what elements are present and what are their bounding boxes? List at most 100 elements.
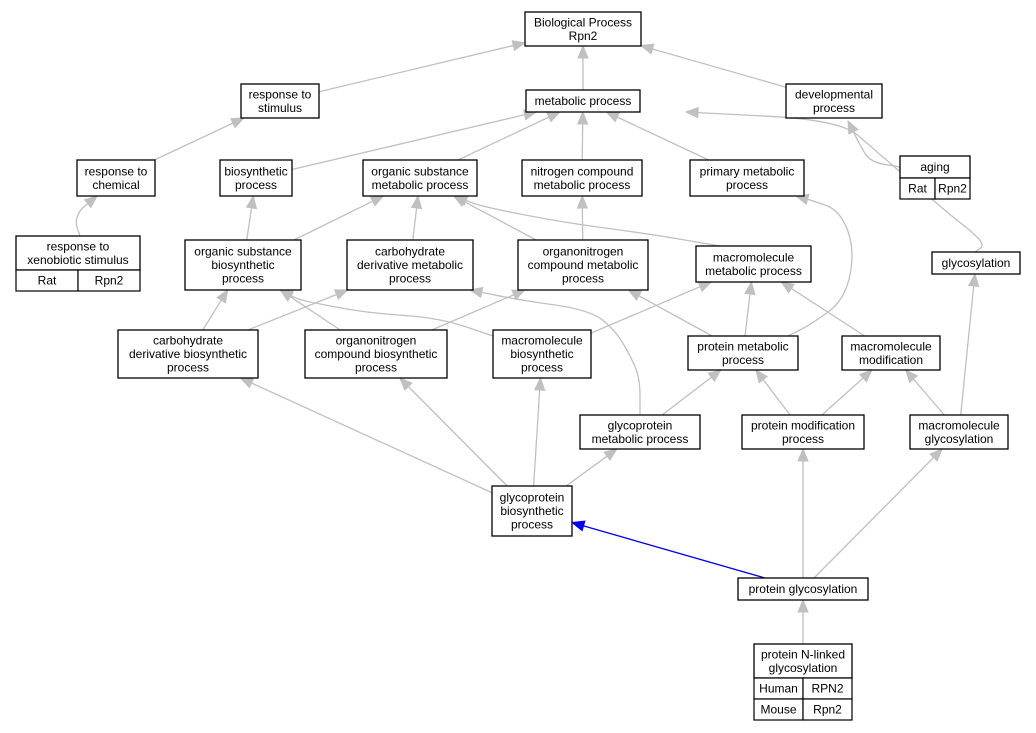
term-label-line: protein glycosylation <box>749 582 858 596</box>
edge-glycoprotein_biosynthetic-to-carb_deriv_biosynthetic <box>239 377 493 494</box>
term-label-line: process <box>813 101 855 115</box>
edge-line <box>318 44 514 93</box>
go-term-metabolic[interactable]: metabolic process <box>525 89 641 113</box>
edge-line <box>744 293 751 337</box>
go-term-protein-glycosylation[interactable]: protein glycosylation <box>737 577 869 601</box>
term-label-line: biosynthetic <box>211 258 274 272</box>
term-label-line: derivative metabolic <box>357 258 463 272</box>
edge-line <box>464 201 537 241</box>
term-box <box>525 89 641 113</box>
species-cell: Mouse <box>753 698 804 721</box>
arrowhead <box>697 281 713 293</box>
edge-line <box>291 114 525 171</box>
term-label-line: metabolic process <box>705 264 802 278</box>
term-box <box>931 251 1021 275</box>
edge-line <box>590 286 701 334</box>
arrowhead <box>929 448 944 462</box>
arrowhead <box>576 110 589 125</box>
term-label-line: protein metabolic <box>697 339 788 353</box>
term-label-line: stimulus <box>258 101 302 115</box>
term-label-line: process <box>511 518 553 532</box>
svg-text:Rpn2: Rpn2 <box>938 182 967 196</box>
arrowhead <box>570 520 586 532</box>
arrowhead <box>245 194 258 210</box>
term-label-line: metabolic process <box>592 432 689 446</box>
go-term-glycosylation[interactable]: glycosylation <box>931 251 1021 275</box>
arrowhead <box>533 376 546 391</box>
edge-layer <box>75 40 983 644</box>
arrowhead <box>230 117 245 129</box>
edge-carb_deriv_biosynthetic-to-carb_deriv_metabolic <box>247 289 349 331</box>
arrowhead <box>511 40 527 52</box>
term-label-line: organic substance <box>194 245 292 259</box>
term-label-line: process <box>521 361 563 375</box>
edge-line <box>457 116 550 161</box>
term-box <box>741 414 865 450</box>
term-label-line: modification <box>859 353 923 367</box>
term-box <box>695 245 812 283</box>
edge-protein_modification-to-macromolecule_modification <box>821 369 874 416</box>
term-box <box>689 159 805 197</box>
edge-line <box>247 293 337 331</box>
edge-nitrogen_compound-to-metabolic <box>576 110 589 161</box>
term-box <box>117 329 259 379</box>
edge-line <box>813 457 935 579</box>
term-label-line: carbohydrate <box>153 334 223 348</box>
arrowhead <box>398 377 413 391</box>
edge-macromolecule_glycosylation-to-glycosylation <box>960 272 980 416</box>
term-label-line: process <box>562 272 604 286</box>
edge-glycoprotein_biosynthetic-to-organonitrogen_biosynthetic <box>398 377 508 487</box>
term-label-line: organonitrogen <box>543 245 624 259</box>
term-label-line: biosynthetic <box>500 504 563 518</box>
edge-line <box>75 203 89 237</box>
edge-glycosylation-to-metabolic <box>684 106 983 253</box>
term-label-line: process <box>235 178 277 192</box>
edge-response_stimulus-to-root <box>318 40 527 93</box>
term-label-line: metabolic process <box>534 178 631 192</box>
edge-line <box>407 386 508 487</box>
edge-macromolecule_biosynthetic-to-org_sub_biosynthetic <box>278 289 494 337</box>
term-label-line: xenobiotic stimulus <box>27 253 128 267</box>
edge-line <box>293 200 373 241</box>
edge-line <box>532 389 541 487</box>
term-label-line: process <box>722 353 764 367</box>
term-label-line: response to <box>47 239 110 253</box>
edge-carb_deriv_biosynthetic-to-org_sub_biosynthetic <box>202 288 229 331</box>
term-label-line: process <box>222 272 264 286</box>
arrowhead <box>707 369 722 383</box>
edge-org_sub_metabolic-to-metabolic <box>457 111 561 161</box>
edge-organonitrogen_metabolic-to-nitrogen_compound <box>576 194 589 241</box>
edge-developmental-to-root <box>639 43 787 88</box>
term-label-line: developmental <box>795 87 873 101</box>
term-box <box>753 643 853 679</box>
arrowhead <box>744 280 756 296</box>
arrowhead <box>780 281 795 294</box>
edge-line <box>960 285 975 416</box>
edge-organonitrogen_metabolic-to-org_sub_metabolic <box>452 195 537 241</box>
arrowhead <box>797 447 809 462</box>
